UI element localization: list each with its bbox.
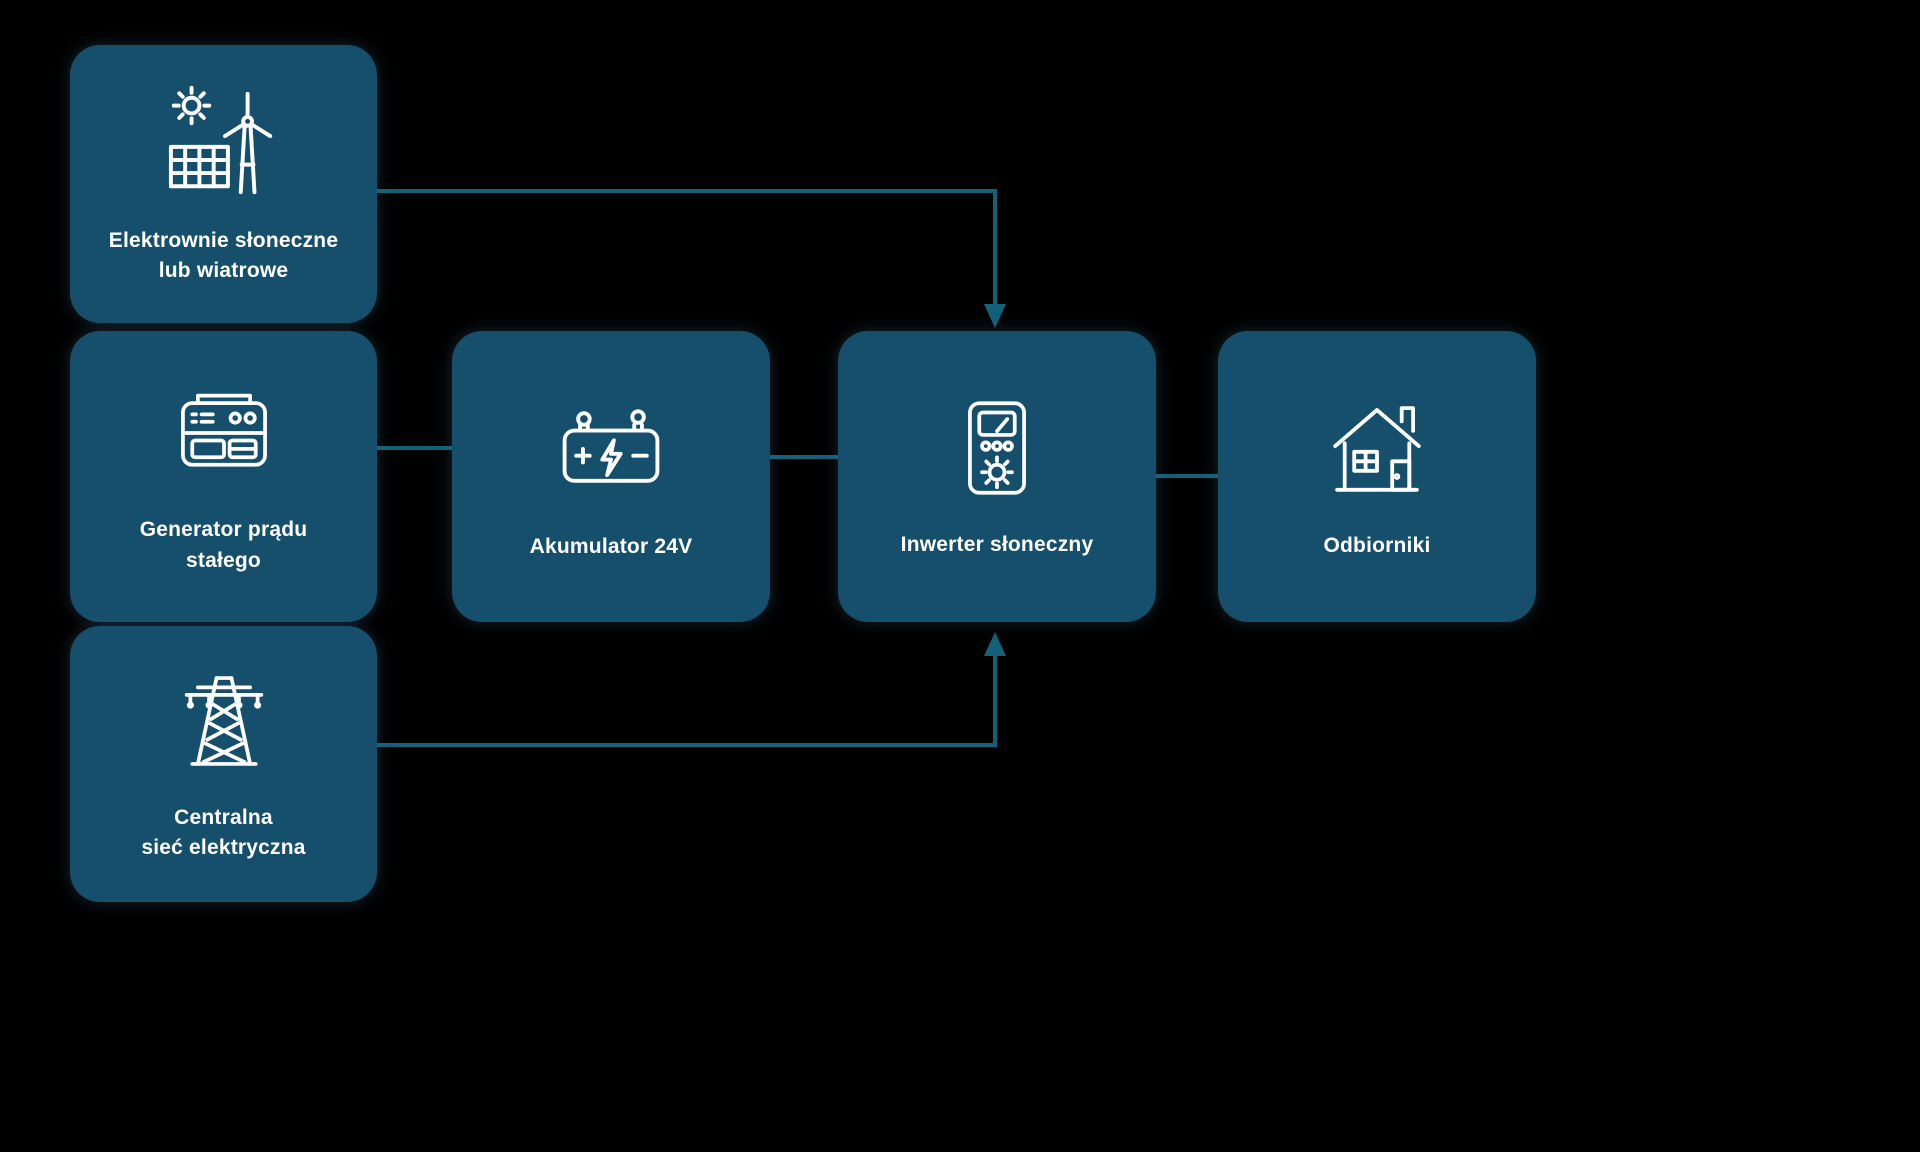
house-icon xyxy=(1320,391,1434,505)
node-label: Akumulator 24V xyxy=(529,535,693,559)
arrowhead-up-icon xyxy=(984,632,1006,656)
battery-icon xyxy=(553,390,669,506)
node-solar-wind: Elektrownie słoneczne lub wiatrowe xyxy=(70,45,377,323)
node-label: Elektrownie słoneczne lub wiatrowe xyxy=(108,228,339,282)
node-generator: Generator prądu stałego xyxy=(70,331,377,622)
connector-grid-to-inverter xyxy=(377,656,997,747)
node-loads: Odbiorniki xyxy=(1218,331,1536,622)
node-label: Odbiorniki xyxy=(1323,534,1431,558)
arrowhead-down-icon xyxy=(984,304,1006,328)
node-grid: Centralna sieć elektryczna xyxy=(70,626,377,902)
node-label: Centralna sieć elektryczna xyxy=(141,805,306,859)
power-tower-icon xyxy=(168,665,280,777)
node-label: Inwerter słoneczny xyxy=(900,533,1094,557)
inverter-icon xyxy=(941,392,1053,504)
connector-solarwind-to-inverter xyxy=(377,189,997,306)
node-label: Generator prądu stałego xyxy=(139,518,308,572)
solar-wind-icon xyxy=(165,82,283,200)
node-inverter: Inwerter słoneczny xyxy=(838,331,1156,622)
node-battery: Akumulator 24V xyxy=(452,331,770,622)
generator-icon xyxy=(168,377,280,489)
